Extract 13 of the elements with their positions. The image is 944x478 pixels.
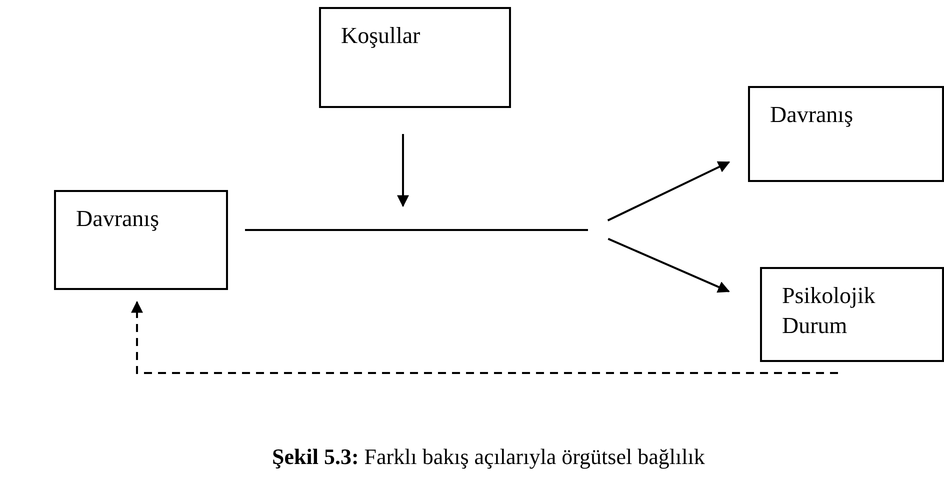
arrow [607, 161, 730, 222]
text-box [760, 267, 944, 362]
horizontal-line [245, 229, 588, 231]
box-label: Davranış [770, 101, 854, 129]
box-label: Davranış [76, 205, 160, 233]
text-box [748, 86, 944, 182]
arrow [397, 134, 409, 208]
text-box [54, 190, 228, 290]
box-label: Psikolojik Durum [782, 282, 876, 340]
box-label: Koşullar [341, 22, 422, 50]
caption: Şekil 5.3: Farklı bakış açılarıyla örgütsel bağlılık [272, 443, 705, 471]
text-box [319, 7, 511, 108]
arrow [608, 238, 730, 293]
